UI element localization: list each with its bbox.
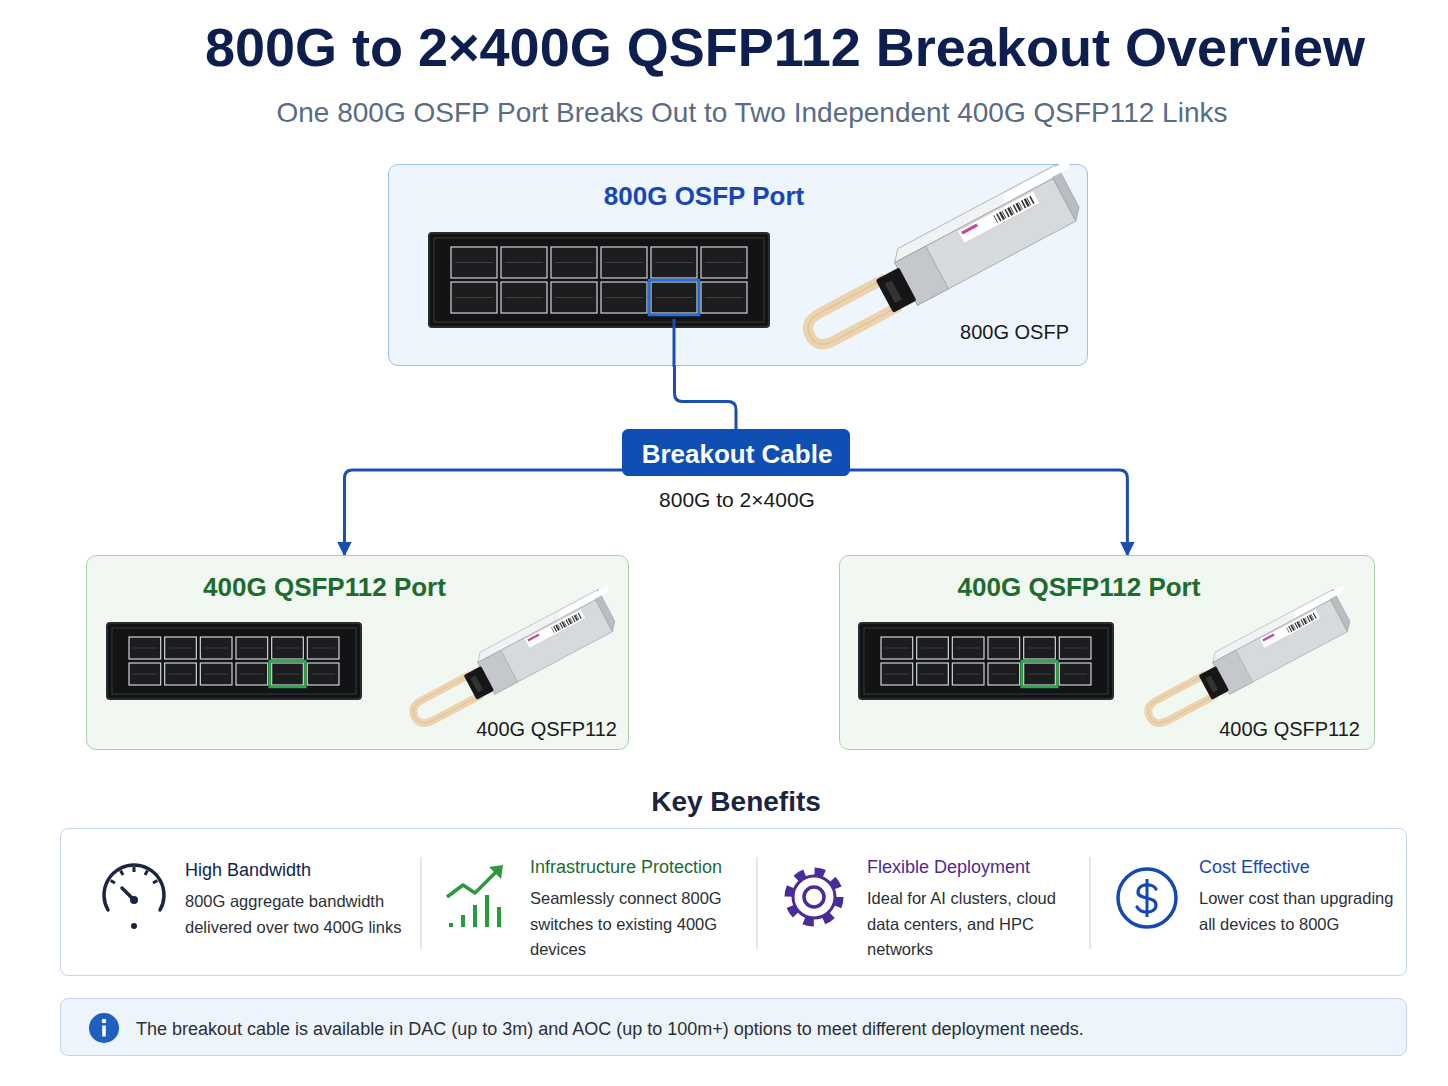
node-caption: 800G OSFP [909,320,1069,344]
info-icon [89,1013,119,1043]
node-caption: 400G QSFP112 [427,717,617,741]
node-heading: 800G OSFP Port [389,181,1019,212]
page-title: 800G to 2×400G QSFP112 Breakout Overview [100,12,1448,82]
gear-icon [789,872,839,922]
benefit-heading: Cost Effective [1199,857,1399,879]
benefit-text: Lower cost than upgrading all devices to… [1199,886,1399,937]
node-heading: Key Benefits [61,785,1411,819]
cable-note: 800G to 2×400G [600,487,874,512]
node-heading: 400G QSFP112 Port [840,572,1318,603]
switch-illustration [859,623,1113,699]
connector [675,366,737,429]
transceiver-illustration [793,157,1098,357]
breakout-pill: Breakout Cable [622,429,850,476]
dollar-icon [1118,869,1176,927]
divider [1089,857,1091,949]
subtitle: One 800G OSFP Port Breaks Out to Two Ind… [100,96,1404,130]
divider [420,857,422,949]
connector [344,470,622,555]
transceiver-illustration [402,584,629,732]
port-panel: 800G OSFP Port 800G OSFP [388,164,1088,366]
benefit-heading: Infrastructure Protection [530,857,745,879]
port-panel: 400G QSFP112 Port 400G QSFP112 [86,555,629,750]
switch-illustration [107,623,361,699]
switch-illustration [429,233,769,327]
node-heading: 400G QSFP112 Port [87,572,562,603]
info-bar: The breakout cable is available in DAC (… [60,998,1407,1056]
benefit-text: 800G aggregate bandwidth delivered over … [185,889,410,940]
benefit-heading: Flexible Deployment [867,857,1082,879]
divider [756,857,758,949]
connector [850,470,1127,555]
growth-chart-icon [447,865,503,927]
benefit-text: Ideal for AI clusters, cloud data center… [867,886,1072,963]
benefit-heading: High Bandwidth [185,860,410,882]
node-heading: The breakout cable is available in DAC (… [136,1019,1386,1041]
benefit-text: Seamlessly connect 800G switches to exis… [530,886,735,963]
node-caption: 400G QSFP112 [1170,717,1360,741]
node-heading: Breakout Cable [623,439,851,470]
port-panel: 400G QSFP112 Port 400G QSFP112 [839,555,1375,750]
gauge-icon [104,865,164,929]
transceiver-illustration [1137,584,1364,732]
port-lead [673,319,676,367]
